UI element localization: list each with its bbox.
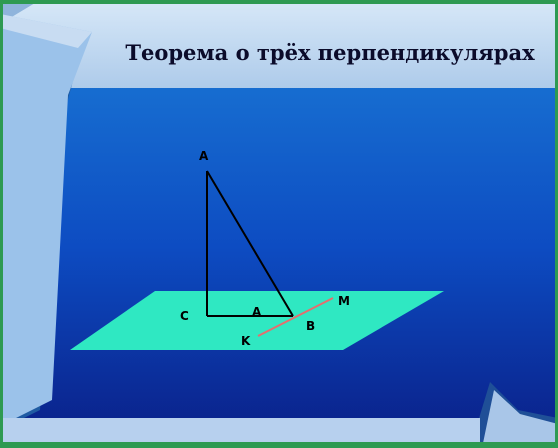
frame-left	[0, 0, 3, 448]
inclined-AB	[206, 170, 294, 317]
bottom-right-curl	[482, 390, 558, 448]
plane	[70, 291, 444, 350]
label-A-foot: A	[252, 305, 262, 319]
frame-right	[555, 0, 558, 448]
label-M: M	[338, 294, 350, 308]
label-C: C	[180, 309, 189, 323]
label-B: B	[306, 319, 315, 333]
left-curl-page	[0, 14, 92, 426]
three-perpendiculars-diagram: A C A B M K	[70, 149, 444, 350]
header-band	[0, 0, 558, 88]
label-K: K	[241, 334, 251, 348]
line-KM	[257, 297, 334, 337]
frame-bottom	[0, 442, 558, 448]
label-A-top: A	[199, 149, 209, 163]
slide-title: Теорема о трёх перпендикулярах	[125, 40, 535, 65]
frame-top	[0, 0, 558, 4]
left-curl-highlight	[0, 14, 92, 48]
